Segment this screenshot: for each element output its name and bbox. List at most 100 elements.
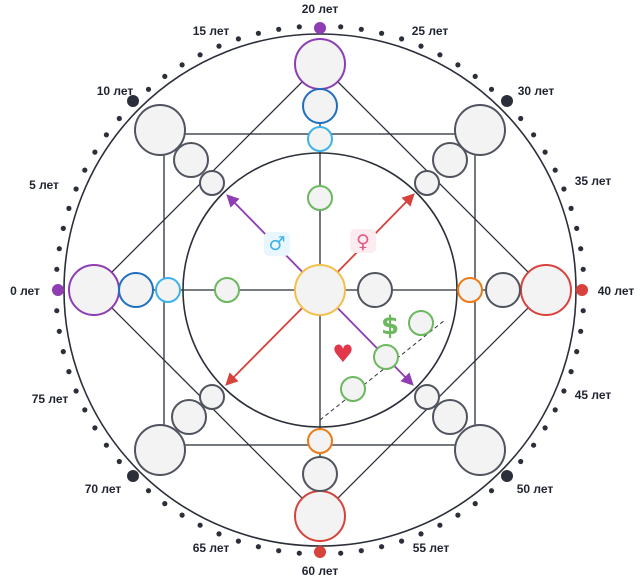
node-center: [294, 264, 346, 316]
node-money-1: [408, 310, 434, 336]
tick-dot: [116, 458, 122, 465]
tick-dot: [358, 548, 364, 554]
tick-dot: [472, 501, 478, 507]
tick-dot: [399, 538, 405, 544]
node-70: [134, 424, 186, 476]
tick-dot: [60, 225, 66, 231]
age-label-65: 65 лет: [193, 541, 230, 555]
svg-text:♀: ♀: [356, 231, 370, 253]
marker-10: [127, 95, 139, 107]
tick-dot: [54, 266, 60, 272]
tick-dot: [552, 407, 558, 413]
age-label-55: 55 лет: [413, 541, 450, 555]
node-60: [294, 490, 346, 542]
node-40: [520, 264, 572, 316]
tick-dot: [82, 167, 88, 173]
tick-dot: [455, 512, 461, 518]
tick-dot: [296, 550, 302, 556]
node-50: [454, 424, 506, 476]
node-bottom-orange: [307, 428, 333, 454]
node-30-3: [414, 170, 440, 196]
age-label-5: 5 лет: [29, 178, 59, 192]
tick-dot: [552, 167, 558, 173]
marker-60: [314, 546, 326, 558]
tick-dot: [518, 458, 524, 465]
tick-dot: [338, 550, 344, 556]
tick-dot: [103, 132, 109, 138]
age-label-0: 0 лет: [10, 284, 40, 298]
tick-dot: [437, 522, 443, 528]
tick-dot: [56, 246, 62, 252]
tick-dot: [162, 73, 168, 79]
node-money-2: [373, 344, 399, 370]
tick-dot: [216, 43, 222, 49]
tick-dot: [235, 538, 241, 544]
tick-dot: [197, 52, 203, 58]
tick-dot: [179, 62, 185, 68]
node-50-3: [414, 384, 440, 410]
tick-dot: [145, 86, 152, 92]
tick-dot: [358, 26, 364, 32]
money-icon: $: [381, 311, 399, 341]
tick-dot: [580, 266, 586, 272]
node-right-orange: [457, 277, 483, 303]
tick-dot: [578, 246, 584, 252]
tick-dot: [399, 36, 405, 42]
node-bottom-2: [302, 456, 338, 492]
tick-dot: [276, 548, 282, 554]
tick-dot: [488, 86, 495, 92]
tick-dot: [216, 531, 222, 537]
age-label-50: 50 лет: [517, 482, 554, 496]
marker-70: [127, 470, 139, 482]
male-icon: ♂: [264, 232, 290, 256]
tick-dot: [418, 531, 424, 537]
tick-dot: [379, 544, 385, 550]
tick-dot: [92, 425, 98, 431]
tick-dot: [379, 30, 385, 36]
tick-dot: [542, 425, 548, 431]
tick-dot: [255, 30, 261, 36]
tick-dot: [162, 501, 168, 507]
age-label-60: 60 лет: [302, 564, 339, 578]
node-10-2: [173, 142, 209, 178]
node-left-3: [155, 277, 181, 303]
tick-dot: [54, 308, 60, 314]
tick-dot: [561, 186, 567, 192]
node-right-dark: [357, 272, 393, 308]
age-label-20: 20 лет: [302, 2, 339, 16]
age-label-40: 40 лет: [598, 284, 635, 298]
marker-40: [576, 284, 588, 296]
tick-dot: [145, 488, 152, 494]
marker-30: [501, 95, 513, 107]
node-top-2: [302, 88, 338, 124]
age-label-10: 10 лет: [97, 84, 134, 98]
tick-dot: [542, 149, 548, 155]
tick-dot: [179, 512, 185, 518]
tick-dot: [296, 24, 302, 30]
age-label-45: 45 лет: [575, 388, 612, 402]
tick-dot: [574, 225, 580, 231]
age-label-25: 25 лет: [412, 24, 449, 38]
tick-dot: [92, 149, 98, 155]
tick-dot: [437, 52, 443, 58]
tick-dot: [103, 442, 109, 448]
marker-50: [501, 470, 513, 482]
node-70-3: [199, 384, 225, 410]
heart-icon: ♥: [332, 340, 354, 368]
tick-dot: [56, 328, 62, 334]
tick-dot: [578, 328, 584, 334]
tick-dot: [66, 205, 72, 211]
tick-dot: [488, 488, 495, 494]
tick-dot: [574, 349, 580, 355]
age-label-35: 35 лет: [575, 174, 612, 188]
node-30-2: [432, 142, 468, 178]
tick-dot: [338, 24, 344, 30]
tick-dot: [561, 388, 567, 394]
tick-dot: [568, 369, 574, 375]
age-label-75: 75 лет: [32, 392, 69, 406]
node-50-2: [432, 399, 468, 435]
node-left-green: [214, 277, 240, 303]
money-line: [319, 319, 446, 421]
